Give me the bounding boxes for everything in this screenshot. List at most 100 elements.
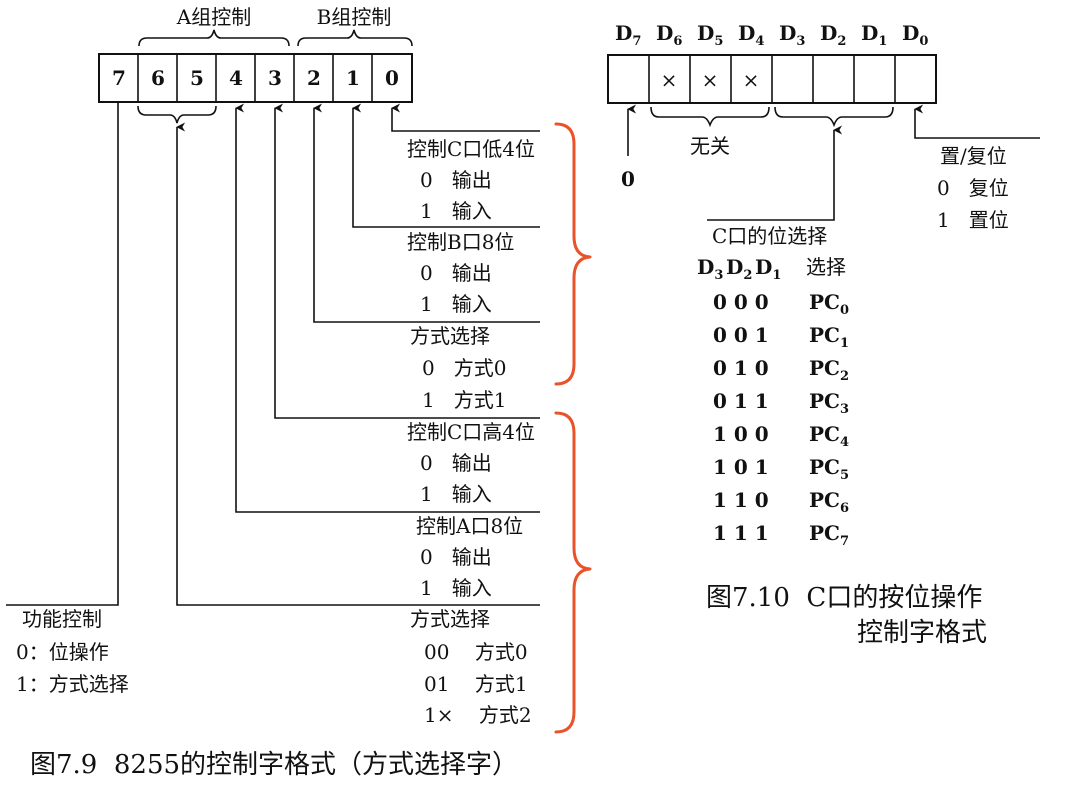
- header-d3: D3: [779, 21, 805, 49]
- fig710-caption-line1: 图7.10 C口的按位操作: [706, 583, 982, 613]
- bits65-leader: [176, 122, 540, 606]
- function-control-opt0: 0：位操作: [16, 640, 109, 664]
- row-bits: 0 1 1: [713, 389, 769, 413]
- header-d2: D2: [820, 21, 846, 49]
- b-mode-title: 方式选择: [410, 324, 490, 348]
- row-pin: PC5: [809, 455, 849, 483]
- dont-care-label: 无关: [690, 134, 730, 158]
- pb-opt0: 0 输出: [420, 261, 492, 285]
- pc-high-opt0: 0 输出: [420, 451, 492, 475]
- row-bits: 0 1 0: [713, 356, 769, 380]
- pc-high-opt1: 1 输入: [420, 482, 492, 506]
- table-row: 1 1 1 PC7: [713, 521, 849, 549]
- cell-d4-x: ×: [743, 68, 760, 92]
- d0-arrow: [914, 104, 1040, 139]
- row-bits: 0 0 1: [713, 323, 769, 347]
- row-pin: PC4: [809, 422, 849, 450]
- bit4-leader: [235, 103, 540, 513]
- set-reset-title: 置/复位: [940, 144, 1007, 168]
- row-pin: PC7: [809, 521, 849, 549]
- table-row: 0 1 1 PC3: [713, 389, 849, 417]
- bit-headers: D7 D6 D5 D4 D3 D2 D1 D0: [615, 21, 928, 49]
- set-reset-opt0: 0 复位: [937, 176, 1009, 200]
- row-bits: 1 1 1: [713, 521, 769, 545]
- bit-select-title: C口的位选择: [712, 224, 827, 248]
- group-b-bracket: [554, 122, 592, 386]
- fig710-caption-line2: 控制字格式: [857, 618, 987, 648]
- bits-6-5-brace: [137, 105, 217, 124]
- row-pin: PC0: [809, 290, 849, 318]
- bit7-leader: [6, 102, 119, 606]
- pc-low-title: 控制C口低4位: [407, 137, 535, 161]
- bit3-leader: [274, 103, 540, 419]
- group-b-brace: [297, 29, 413, 47]
- pc-low-opt0: 0 输出: [420, 168, 492, 192]
- b-mode-opt1: 1 方式1: [422, 388, 507, 412]
- bit-select-table-header: D3 D2 D1 选择: [697, 255, 846, 283]
- row-pin: PC6: [809, 488, 849, 516]
- bit-cell-4: 4: [229, 66, 243, 90]
- bit-cell-5: 5: [190, 66, 204, 90]
- row-bits: 1 1 0: [713, 488, 769, 512]
- d7-value: 0: [621, 167, 635, 191]
- a-mode-opt2: 1× 方式2: [424, 703, 532, 727]
- bit-select-arrow: [707, 125, 843, 221]
- fig79-caption: 图7.9 8255的控制字格式（方式选择字）: [30, 750, 518, 780]
- table-row: 0 1 0 PC2: [713, 356, 849, 384]
- row-bits: 1 0 1: [713, 455, 769, 479]
- bit-cell-7: 7: [112, 66, 126, 90]
- pb-title: 控制B口8位: [407, 230, 514, 254]
- group-a-bracket: [554, 411, 592, 734]
- bit-cell-0: 0: [385, 66, 399, 90]
- group-a-label: A组控制: [176, 5, 251, 29]
- header-d1: D1: [861, 21, 887, 49]
- bit1-leader: [352, 103, 540, 228]
- col-header-d1: D1: [755, 255, 781, 283]
- table-row: 1 0 1 PC5: [713, 455, 849, 483]
- header-d4: D4: [738, 21, 764, 49]
- row-pin: PC2: [809, 356, 849, 384]
- cell-d5-x: ×: [702, 68, 719, 92]
- header-d0: D0: [902, 21, 928, 49]
- group-a-brace: [138, 29, 290, 47]
- b-mode-opt0: 0 方式0: [422, 356, 507, 380]
- pc-high-title: 控制C口高4位: [407, 420, 535, 444]
- set-reset-register: × × ×: [607, 54, 937, 104]
- table-row: 1 0 0 PC4: [713, 422, 849, 450]
- header-d5: D5: [697, 21, 723, 49]
- a-mode-opt1: 01 方式1: [424, 672, 528, 696]
- pc-low-opt1: 1 输入: [420, 199, 492, 223]
- bit0-leader: [391, 103, 540, 132]
- pa-opt1: 1 输入: [420, 576, 492, 600]
- bit-cell-3: 3: [268, 66, 282, 90]
- function-control-opt1: 1：方式选择: [16, 672, 129, 696]
- row-pin: PC3: [809, 389, 849, 417]
- pb-opt1: 1 输入: [420, 292, 492, 316]
- bit2-leader: [313, 103, 540, 323]
- table-row: 1 1 0 PC6: [713, 488, 849, 516]
- pa-opt0: 0 输出: [420, 545, 492, 569]
- table-row: 0 0 1 PC1: [713, 323, 849, 351]
- col-header-d2: D2: [726, 255, 752, 283]
- group-b-label: B组控制: [317, 5, 392, 29]
- row-pin: PC1: [809, 323, 849, 351]
- dont-care-brace: [650, 106, 770, 128]
- col-header-d3: D3: [697, 255, 723, 283]
- bit-cell-2: 2: [307, 66, 321, 90]
- pa-title: 控制A口8位: [416, 514, 523, 538]
- bit-cell-6: 6: [151, 66, 165, 90]
- col-header-select: 选择: [806, 255, 846, 279]
- a-mode-title: 方式选择: [410, 607, 490, 631]
- a-mode-opt0: 00 方式0: [424, 640, 528, 664]
- row-bits: 1 0 0: [713, 422, 769, 446]
- fig-7-10: D7 D6 D5 D4 D3 D2 D1 D0 × × ×: [607, 21, 1040, 648]
- control-word-register: 7 6 5 4 3 2 1 0: [98, 53, 413, 103]
- header-d7: D7: [615, 21, 641, 49]
- set-reset-opt1: 1 置位: [937, 208, 1009, 232]
- cell-d6-x: ×: [661, 68, 678, 92]
- bit-cell-1: 1: [346, 66, 360, 90]
